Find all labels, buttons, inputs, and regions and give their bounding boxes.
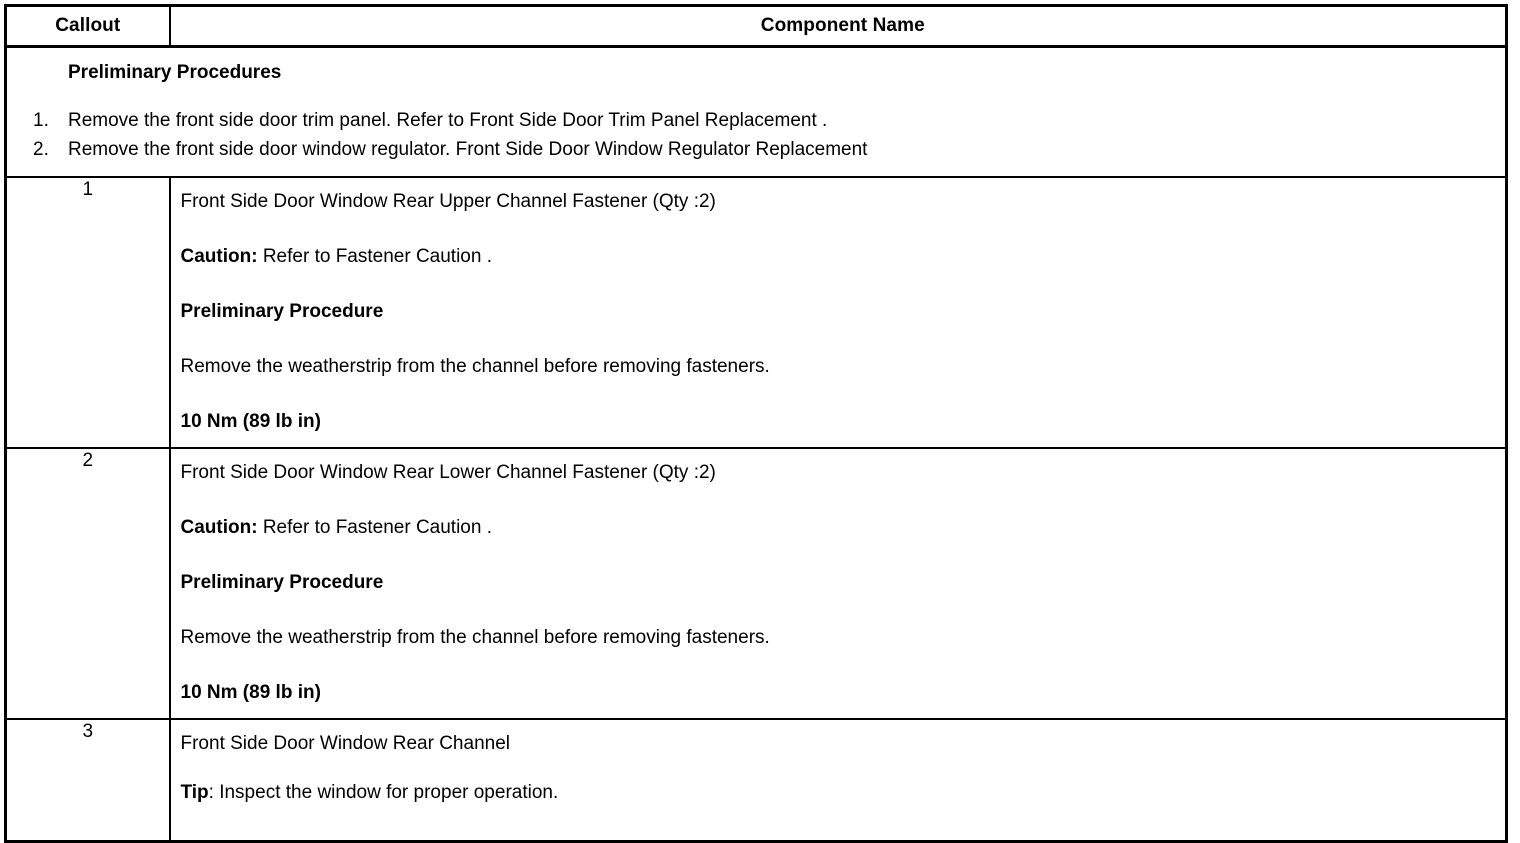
list-item: 2. Remove the front side door window regu… — [7, 135, 1505, 164]
service-table-container: Callout Component Name Preliminary Proce… — [4, 4, 1508, 843]
list-item-text: Remove the front side door trim panel. R… — [68, 110, 828, 131]
component-description: Front Side Door Window Rear Lower Channe… — [169, 447, 1507, 719]
list-item-text: Remove the front side door window regula… — [68, 139, 868, 160]
list-item-number: 2. — [33, 139, 49, 160]
component-callout-table: Callout Component Name Preliminary Proce… — [4, 4, 1508, 843]
tip-label: Tip — [180, 782, 209, 803]
preliminary-procedure-text: Remove the weatherstrip from the channel… — [180, 627, 770, 648]
preliminary-procedures-row: Preliminary Procedures 1. Remove the fron… — [5, 46, 1507, 178]
list-item-number: 1. — [33, 110, 49, 131]
table-row: 3 Front Side Door Window Rear Channel Ti… — [5, 718, 1507, 842]
torque-specification: 10 Nm (89 lb in) — [180, 411, 321, 432]
table-row: 2 Front Side Door Window Rear Lower Chan… — [5, 447, 1507, 719]
table-row: 1 Front Side Door Window Rear Upper Chan… — [5, 176, 1507, 448]
table-header-row: Callout Component Name — [5, 5, 1507, 48]
torque-specification: 10 Nm (89 lb in) — [180, 682, 321, 703]
column-header-callout: Callout — [5, 5, 171, 48]
component-name-text: Front Side Door Window Rear Channel — [180, 733, 511, 754]
caution-label: Caution: — [180, 517, 258, 538]
tip-text: : Inspect the window for proper operatio… — [208, 782, 559, 803]
column-header-component-name: Component Name — [169, 5, 1507, 48]
component-description: Front Side Door Window Rear Channel Tip:… — [169, 718, 1507, 842]
table-header: Callout Component Name — [5, 5, 1507, 48]
caution-text: Refer to Fastener Caution . — [257, 246, 492, 267]
component-description: Front Side Door Window Rear Upper Channe… — [169, 176, 1507, 448]
list-item: 1. Remove the front side door trim panel.… — [7, 106, 1505, 135]
tip-note: Tip: Inspect the window for proper opera… — [181, 781, 1498, 804]
caution-text: Refer to Fastener Caution . — [257, 517, 492, 538]
preliminary-procedures-cell: Preliminary Procedures 1. Remove the fron… — [5, 46, 1507, 178]
caution-note: Caution: Refer to Fastener Caution . — [181, 245, 1498, 268]
preliminary-procedures-title: Preliminary Procedures — [68, 62, 282, 83]
component-name-text: Front Side Door Window Rear Upper Channe… — [180, 191, 716, 212]
component-name-text: Front Side Door Window Rear Lower Channe… — [180, 462, 716, 483]
preliminary-procedure-text: Remove the weatherstrip from the channel… — [180, 356, 770, 377]
preliminary-procedure-heading: Preliminary Procedure — [180, 572, 384, 593]
preliminary-procedures-list: 1. Remove the front side door trim panel.… — [7, 106, 1505, 164]
callout-number: 2 — [5, 447, 171, 719]
caution-note: Caution: Refer to Fastener Caution . — [181, 516, 1498, 539]
caution-label: Caution: — [180, 246, 258, 267]
callout-number: 1 — [5, 176, 171, 448]
preliminary-procedure-heading: Preliminary Procedure — [180, 301, 384, 322]
table-body: Preliminary Procedures 1. Remove the fron… — [5, 46, 1507, 842]
callout-number: 3 — [5, 718, 171, 842]
